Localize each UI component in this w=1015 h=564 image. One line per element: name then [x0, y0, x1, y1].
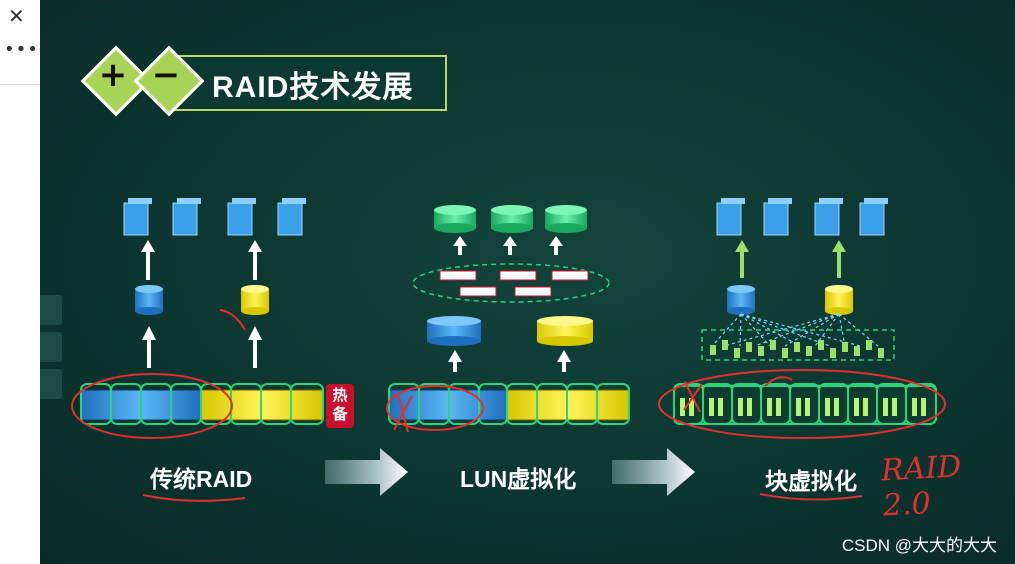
yellow-volume-icon [825, 285, 853, 315]
up-arrow-icon [735, 240, 749, 278]
red-annotation [219, 309, 246, 331]
chunk-group-layer [701, 329, 895, 361]
up-arrow-icon [453, 236, 467, 255]
more-options-icon[interactable]: ••• [4, 39, 39, 60]
up-arrow-icon [141, 240, 155, 280]
disk-array-traditional [80, 383, 324, 425]
lun-mapping-strips [412, 263, 610, 303]
red-annotation [71, 373, 233, 439]
up-arrow-icon [557, 350, 571, 372]
disk-array-block [673, 383, 937, 425]
lun-icon [434, 205, 476, 233]
title-frame [168, 55, 447, 111]
blue-volume-icon [727, 285, 755, 315]
blue-raid-group-icon [427, 316, 481, 346]
red-annotation [764, 376, 793, 387]
plus-icon: + [98, 55, 128, 95]
hot-spare-badge: 热 备 [326, 384, 354, 428]
lun-icon [491, 205, 533, 233]
slide-canvas: + − RAID技术发展 [40, 0, 1015, 564]
lun-icon [545, 205, 587, 233]
server-icon [859, 198, 888, 236]
up-arrow-icon [248, 326, 262, 368]
up-arrow-icon [503, 236, 517, 255]
red-cross-mark [393, 393, 413, 433]
server-icon [123, 198, 152, 236]
red-annotation [658, 369, 946, 439]
handwritten-note: RAID 2.0 [880, 449, 963, 524]
side-tab[interactable] [40, 332, 62, 362]
toolbar-divider [0, 84, 40, 85]
side-tab[interactable] [40, 369, 62, 399]
up-arrow-icon [448, 350, 462, 372]
server-icon [716, 198, 745, 236]
viewer-toolbar: ✕ ••• [0, 0, 40, 564]
red-underline [142, 494, 246, 502]
watermark: CSDN @大大的大大 [841, 536, 997, 555]
yellow-volume-icon [241, 285, 269, 315]
up-arrow-icon [832, 240, 846, 278]
slide-title: RAID技术发展 [212, 71, 414, 104]
diagram [71, 198, 946, 502]
up-arrow-icon [549, 236, 563, 255]
stage-label-traditional-raid: 传统RAID [150, 466, 253, 492]
close-icon[interactable]: ✕ [8, 4, 25, 28]
server-icon [763, 198, 792, 236]
disk-array-lun [388, 383, 630, 425]
server-icon [172, 198, 201, 236]
up-arrow-icon [142, 326, 156, 368]
side-tab[interactable] [40, 295, 62, 325]
stage-label-block-virtualization: 块虚拟化 [765, 468, 857, 494]
stage-label-lun-virtualization: LUN虚拟化 [460, 466, 577, 492]
right-arrow-icon [612, 448, 695, 496]
yellow-raid-group-icon [537, 316, 593, 346]
red-annotation [386, 385, 484, 431]
red-underline [759, 493, 863, 501]
server-icon [277, 198, 306, 236]
blue-volume-icon [135, 285, 163, 315]
server-icon [227, 198, 256, 236]
red-cross-mark [683, 381, 703, 413]
minus-icon: − [151, 55, 181, 95]
server-icon [814, 198, 843, 236]
right-arrow-icon [325, 448, 408, 496]
up-arrow-icon [248, 240, 262, 280]
